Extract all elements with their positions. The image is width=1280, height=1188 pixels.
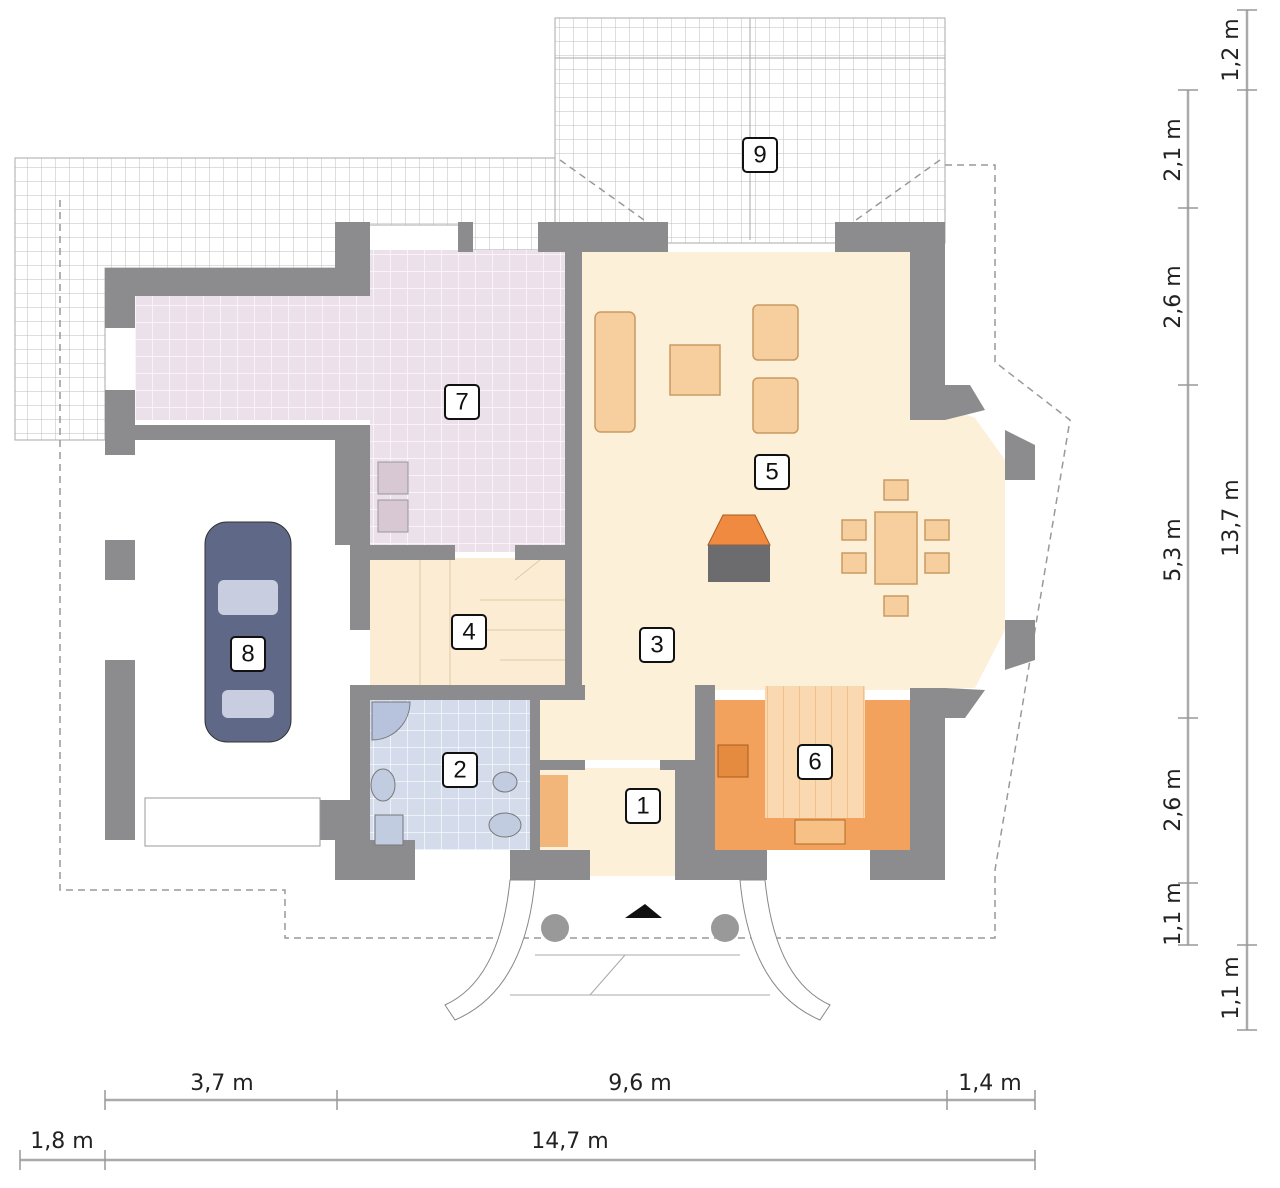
room-labels: 1 2 3 4 5 6 7 8 9 xyxy=(230,137,833,824)
room-number: 8 xyxy=(241,641,254,668)
room-label-8: 8 xyxy=(230,636,266,672)
car-icon xyxy=(204,521,292,743)
dimension-label: 1,2 m xyxy=(1219,18,1244,81)
dimension-label: 2,1 m xyxy=(1161,118,1186,181)
walls xyxy=(105,222,1035,880)
room-label-7: 7 xyxy=(444,384,480,420)
room-number: 5 xyxy=(765,459,778,486)
room-label-9: 9 xyxy=(742,137,778,173)
dimension-label: 2,6 m xyxy=(1161,768,1186,831)
bottom-dimensions: 3,7 m 9,6 m 1,4 m 1,8 m 14,7 m xyxy=(19,1071,1036,1170)
room-number: 2 xyxy=(453,757,466,784)
dimension-label: 9,6 m xyxy=(608,1071,671,1096)
terrace-top xyxy=(554,17,946,244)
room-label-6: 6 xyxy=(797,744,833,780)
dimension-label: 1,4 m xyxy=(958,1071,1021,1096)
dimension-label: 1,1 m xyxy=(1219,956,1244,1019)
room-label-4: 4 xyxy=(451,614,487,650)
dimension-label: 14,7 m xyxy=(531,1129,608,1154)
room-number: 3 xyxy=(650,632,663,659)
roof-outline xyxy=(59,164,1071,939)
entry-porch xyxy=(444,879,831,1021)
dimension-label: 3,7 m xyxy=(190,1071,253,1096)
room-number: 1 xyxy=(636,793,649,820)
room-label-2: 2 xyxy=(442,752,478,788)
room-number: 4 xyxy=(462,619,475,646)
entrance-arrow-icon xyxy=(625,904,662,918)
room-number: 7 xyxy=(455,389,468,416)
room-label-3: 3 xyxy=(639,627,675,663)
room-number: 9 xyxy=(753,142,766,169)
dimension-label: 2,6 m xyxy=(1161,265,1186,328)
room-number: 6 xyxy=(808,749,821,776)
furniture xyxy=(370,304,950,846)
dimension-label: 1,1 m xyxy=(1161,882,1186,945)
right-dimensions: 2,1 m 2,6 m 5,3 m 2,6 m 1,1 m 1,2 m 13,7… xyxy=(1161,9,1257,1031)
room-7-utility xyxy=(135,250,572,552)
room-label-1: 1 xyxy=(625,788,661,824)
dimension-label: 13,7 m xyxy=(1219,479,1244,556)
room-label-5: 5 xyxy=(754,454,790,490)
dimension-label: 1,8 m xyxy=(30,1129,93,1154)
dimension-label: 5,3 m xyxy=(1161,518,1186,581)
